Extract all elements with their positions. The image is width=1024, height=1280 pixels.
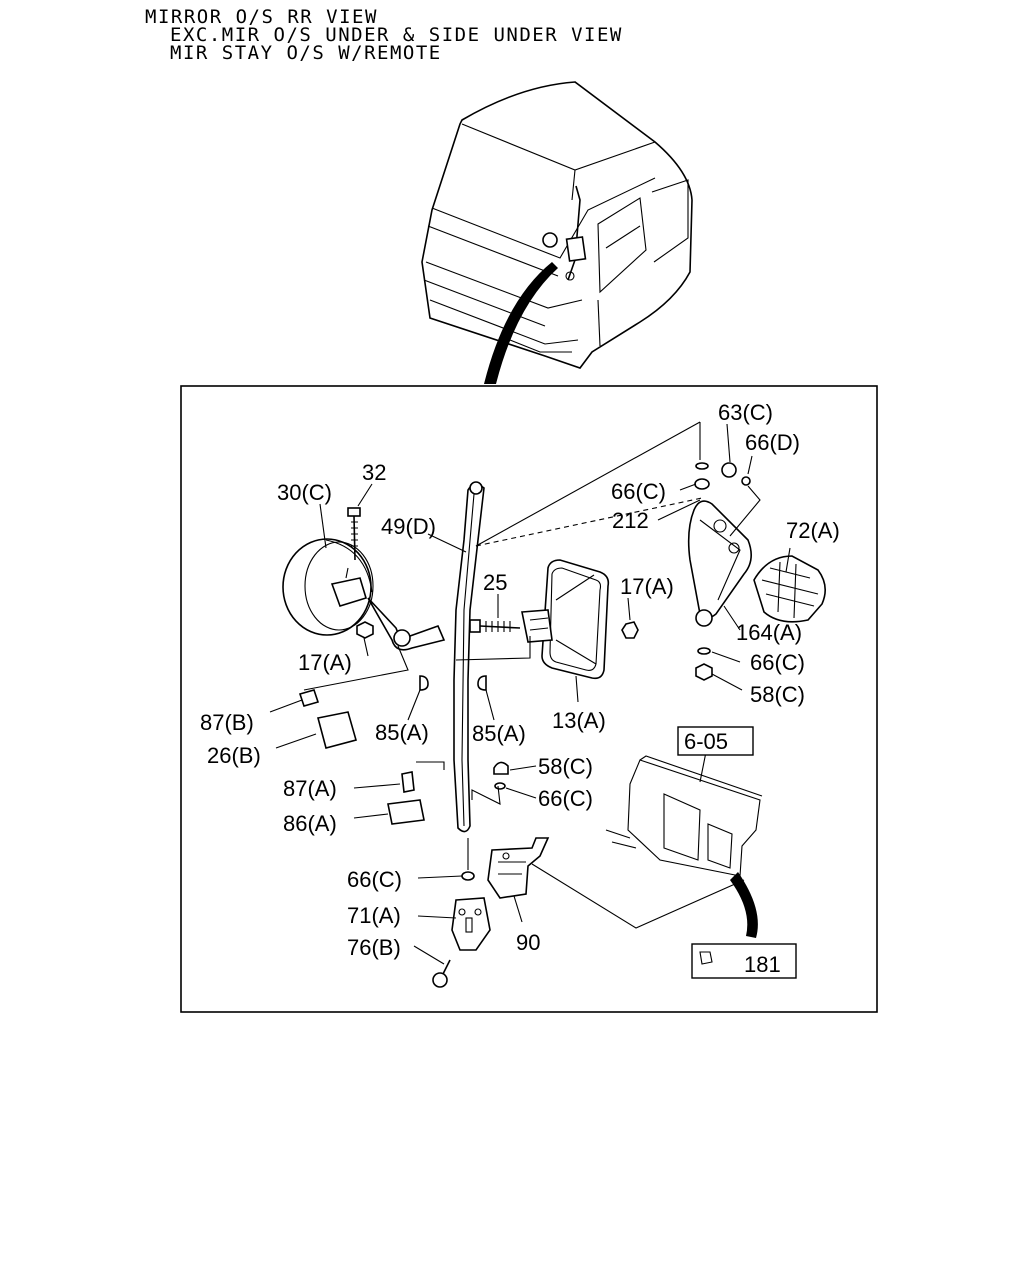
- callout-66c-top: 66(C): [611, 479, 666, 504]
- callout-85a-left: 85(A): [375, 720, 429, 745]
- detail-leader-arrow: [484, 262, 558, 384]
- ref-6-05-label: 6-05: [684, 729, 728, 754]
- lower-bracket-71a: [432, 897, 491, 988]
- header-line-2: EXC.MIR O/S UNDER & SIDE UNDER VIEW: [170, 24, 623, 46]
- ref-box-181[interactable]: 181: [691, 943, 797, 979]
- callout-17a-left: 17(A): [298, 650, 352, 675]
- header-line-3: MIR STAY O/S W/REMOTE: [170, 42, 442, 64]
- upper-bracket-164a: [687, 462, 752, 627]
- header-line-1: MIRROR O/S RR VIEW: [145, 6, 378, 28]
- rect-mirror-13a: [469, 559, 639, 680]
- washer-66d: [741, 476, 751, 486]
- callout-71a: 71(A): [347, 903, 401, 928]
- callout-49d: 49(D): [381, 514, 436, 539]
- callout-58c-mid: 58(C): [538, 754, 593, 779]
- cab-panel-6-05: [605, 755, 763, 938]
- stay-arm-49d: [453, 481, 485, 833]
- nut-58c-mid: [493, 761, 509, 775]
- callout-13a: 13(A): [552, 708, 606, 733]
- callout-26b: 26(B): [207, 743, 261, 768]
- callout-32: 32: [362, 460, 386, 485]
- callout-164a: 164(A): [736, 620, 802, 645]
- washer-66c-right: [697, 647, 711, 655]
- callout-85a-right: 85(A): [472, 721, 526, 746]
- washer-85a-left: [419, 675, 429, 691]
- cap-63c: [721, 462, 737, 478]
- detail-frame: [180, 385, 878, 1013]
- callout-66c-low: 66(C): [347, 867, 402, 892]
- ref-box-6-05[interactable]: 6-05: [677, 726, 754, 756]
- washer-66c-mid: [494, 782, 506, 790]
- bracket-90: [487, 837, 550, 899]
- callout-63c: 63(C): [718, 400, 773, 425]
- callout-212: 212: [612, 508, 649, 533]
- callout-30c: 30(C): [277, 480, 332, 505]
- clip-87b: [298, 689, 320, 707]
- leader-lines: [269, 421, 791, 965]
- callout-76b: 76(B): [347, 935, 401, 960]
- callout-72a: 72(A): [786, 518, 840, 543]
- callout-17a-right: 17(A): [620, 574, 674, 599]
- callout-66c-mid: 66(C): [538, 786, 593, 811]
- washer-66c-low: [461, 871, 475, 881]
- callout-87a: 87(A): [283, 776, 337, 801]
- cover-72a: [753, 555, 826, 623]
- callout-25: 25: [483, 570, 507, 595]
- ref-181-label: 181: [744, 952, 781, 977]
- washer-85a-right: [477, 675, 487, 691]
- round-mirror-30c: [282, 507, 446, 651]
- nut-58c-right: [695, 663, 713, 681]
- callout-66c-right: 66(C): [750, 650, 805, 675]
- cap-26b: [317, 711, 357, 749]
- clip-87a: [401, 771, 415, 793]
- ref-181-icon: [699, 951, 713, 965]
- truck-cab-overview: [421, 81, 693, 384]
- callout-labels: 63(C) 66(D) 66(C) 212 72(A) 30(C) 32 49(…: [200, 400, 840, 960]
- callout-58c-right: 58(C): [750, 682, 805, 707]
- cap-86a: [387, 799, 425, 825]
- callout-87b: 87(B): [200, 710, 254, 735]
- callout-86a: 86(A): [283, 811, 337, 836]
- callout-90: 90: [516, 930, 540, 955]
- callout-66d: 66(D): [745, 430, 800, 455]
